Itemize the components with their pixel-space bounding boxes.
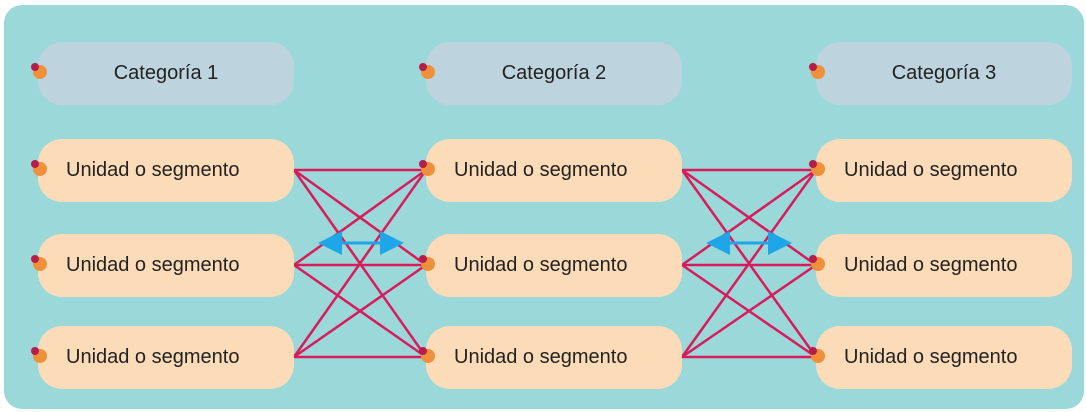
unit-label: Unidad o segmento	[454, 254, 628, 276]
unit-label: Unidad o segmento	[66, 346, 240, 368]
unit-label: Unidad o segmento	[844, 254, 1018, 276]
unit-label: Unidad o segmento	[844, 159, 1018, 181]
unit-c3-r3: Unidad o segmento	[809, 326, 1072, 389]
connector-line-2-2-1	[681, 168, 817, 267]
unit-label: Unidad o segmento	[844, 346, 1018, 368]
connector-line-2-3-1	[680, 169, 818, 358]
tab-marker-icon	[31, 159, 47, 176]
unit-c1-r3: Unidad o segmento	[31, 326, 294, 389]
category-3-label: Categoría 3	[891, 62, 997, 84]
unit-label: Unidad o segmento	[454, 159, 628, 181]
tab-marker-icon	[809, 62, 825, 79]
tab-marker-icon	[419, 62, 435, 79]
unit-c2-r3: Unidad o segmento	[419, 326, 682, 389]
unit-label: Unidad o segmento	[66, 254, 240, 276]
tab-marker-icon	[419, 346, 435, 363]
category-1-label: Categoría 1	[113, 62, 219, 84]
category-2: Categoría 2	[419, 42, 682, 105]
tab-marker-icon	[809, 159, 825, 176]
category-2-label: Categoría 2	[501, 62, 607, 84]
connector-line-1-3-2	[293, 263, 427, 359]
tab-marker-icon	[419, 159, 435, 176]
connector-line-1-2-1	[293, 168, 427, 267]
tab-marker-icon	[31, 254, 47, 271]
unit-c1-r2: Unidad o segmento	[31, 234, 294, 297]
unit-c2-r1: Unidad o segmento	[419, 139, 682, 202]
unit-c3-r2: Unidad o segmento	[809, 234, 1072, 297]
unit-c2-r2: Unidad o segmento	[419, 234, 682, 297]
category-1: Categoría 1	[31, 42, 294, 105]
unit-c1-r1: Unidad o segmento	[31, 139, 294, 202]
tab-marker-icon	[31, 62, 47, 79]
category-3: Categoría 3	[809, 42, 1072, 105]
unit-label: Unidad o segmento	[454, 346, 628, 368]
unit-label: Unidad o segmento	[66, 159, 240, 181]
tab-marker-icon	[419, 254, 435, 271]
unit-c3-r1: Unidad o segmento	[809, 139, 1072, 202]
connector-line-1-3-1	[292, 169, 428, 358]
tab-marker-icon	[31, 346, 47, 363]
connector-line-2-3-2	[681, 263, 817, 359]
tab-marker-icon	[809, 254, 825, 271]
tab-marker-icon	[809, 346, 825, 363]
